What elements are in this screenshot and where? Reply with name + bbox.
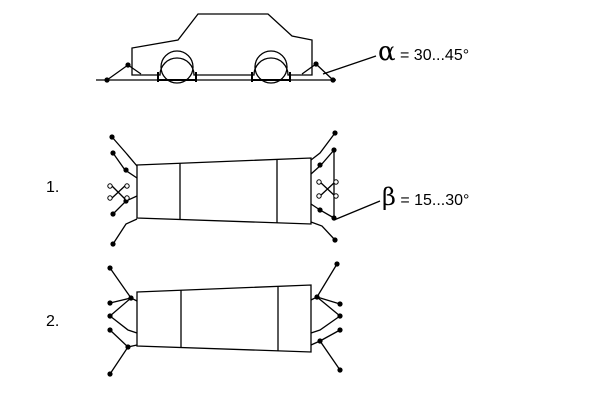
attach-point	[123, 167, 129, 173]
attach-point	[317, 338, 323, 344]
strap	[111, 136, 138, 167]
anchor-point	[107, 327, 113, 333]
top-view-2	[107, 261, 343, 377]
anchor-point	[107, 265, 113, 271]
attach-point	[317, 162, 323, 168]
hollow-point	[107, 195, 113, 201]
hollow-point	[107, 183, 113, 189]
front-wheel-chock	[157, 72, 197, 82]
strap	[109, 315, 138, 334]
anchor-point	[331, 147, 337, 153]
strap	[310, 315, 341, 334]
anchor-point	[337, 367, 343, 373]
anchor-point	[337, 313, 343, 319]
hollow-point	[124, 183, 130, 189]
car-outline-top-1	[136, 157, 312, 225]
alpha-leader-line	[322, 55, 377, 75]
strap-cross	[109, 297, 132, 317]
attach-point	[314, 294, 320, 300]
anchor-point	[109, 134, 115, 140]
strap	[109, 344, 138, 375]
side-strap-left	[106, 64, 142, 81]
strap	[109, 297, 132, 304]
alpha-annotation: α = 30...45°	[378, 37, 469, 67]
attach-point	[128, 295, 134, 301]
attach-point	[125, 344, 131, 350]
anchor-point	[110, 211, 116, 217]
strap	[310, 203, 335, 219]
beta-symbol: β	[382, 183, 396, 211]
alpha-symbol: α	[378, 37, 396, 67]
attach-point	[125, 62, 131, 68]
strap-cross	[316, 296, 341, 317]
alpha-value: = 30...45°	[396, 47, 470, 64]
anchor-point	[107, 313, 113, 319]
anchor-point	[104, 77, 110, 83]
anchor-point	[110, 241, 116, 247]
configuration-1-label: 1.	[46, 179, 59, 196]
strap	[310, 340, 341, 371]
hollow-point	[316, 193, 322, 199]
top-view-1	[107, 130, 381, 247]
attach-point	[317, 207, 323, 213]
anchor-point	[337, 327, 343, 333]
anchor-point	[337, 301, 343, 307]
anchor-point	[110, 150, 116, 156]
strap-cross	[319, 329, 341, 342]
strap-cross	[111, 185, 127, 201]
anchor-point	[330, 77, 336, 83]
strap	[310, 221, 336, 241]
strap	[112, 152, 138, 179]
beta-leader-line	[333, 200, 381, 221]
rear-wheel-chock	[251, 72, 291, 82]
hollow-point	[333, 193, 339, 199]
beta-value: = 15...30°	[396, 192, 470, 209]
configuration-2-label: 2.	[46, 313, 59, 330]
hollow-point	[316, 179, 322, 185]
strap-cross	[319, 181, 336, 197]
anchor-point	[107, 371, 113, 377]
strap-cross	[109, 329, 129, 348]
strap	[310, 132, 336, 161]
car-body	[131, 13, 313, 76]
anchor-point	[107, 300, 113, 306]
anchor-point	[332, 130, 338, 136]
hollow-point	[124, 195, 130, 201]
front-wheel	[160, 50, 194, 84]
strap	[310, 149, 335, 175]
strap	[109, 267, 138, 302]
strap	[310, 263, 338, 301]
beta-annotation: β = 15...30°	[382, 183, 469, 211]
hollow-point	[333, 179, 339, 185]
anchor-point	[332, 237, 338, 243]
car-outline-top-2	[136, 284, 312, 353]
anchor-point	[334, 261, 340, 267]
attach-point	[313, 61, 319, 67]
car-side-view	[96, 13, 377, 84]
rear-wheel	[254, 50, 288, 84]
strap	[316, 296, 341, 305]
strap	[112, 218, 138, 245]
